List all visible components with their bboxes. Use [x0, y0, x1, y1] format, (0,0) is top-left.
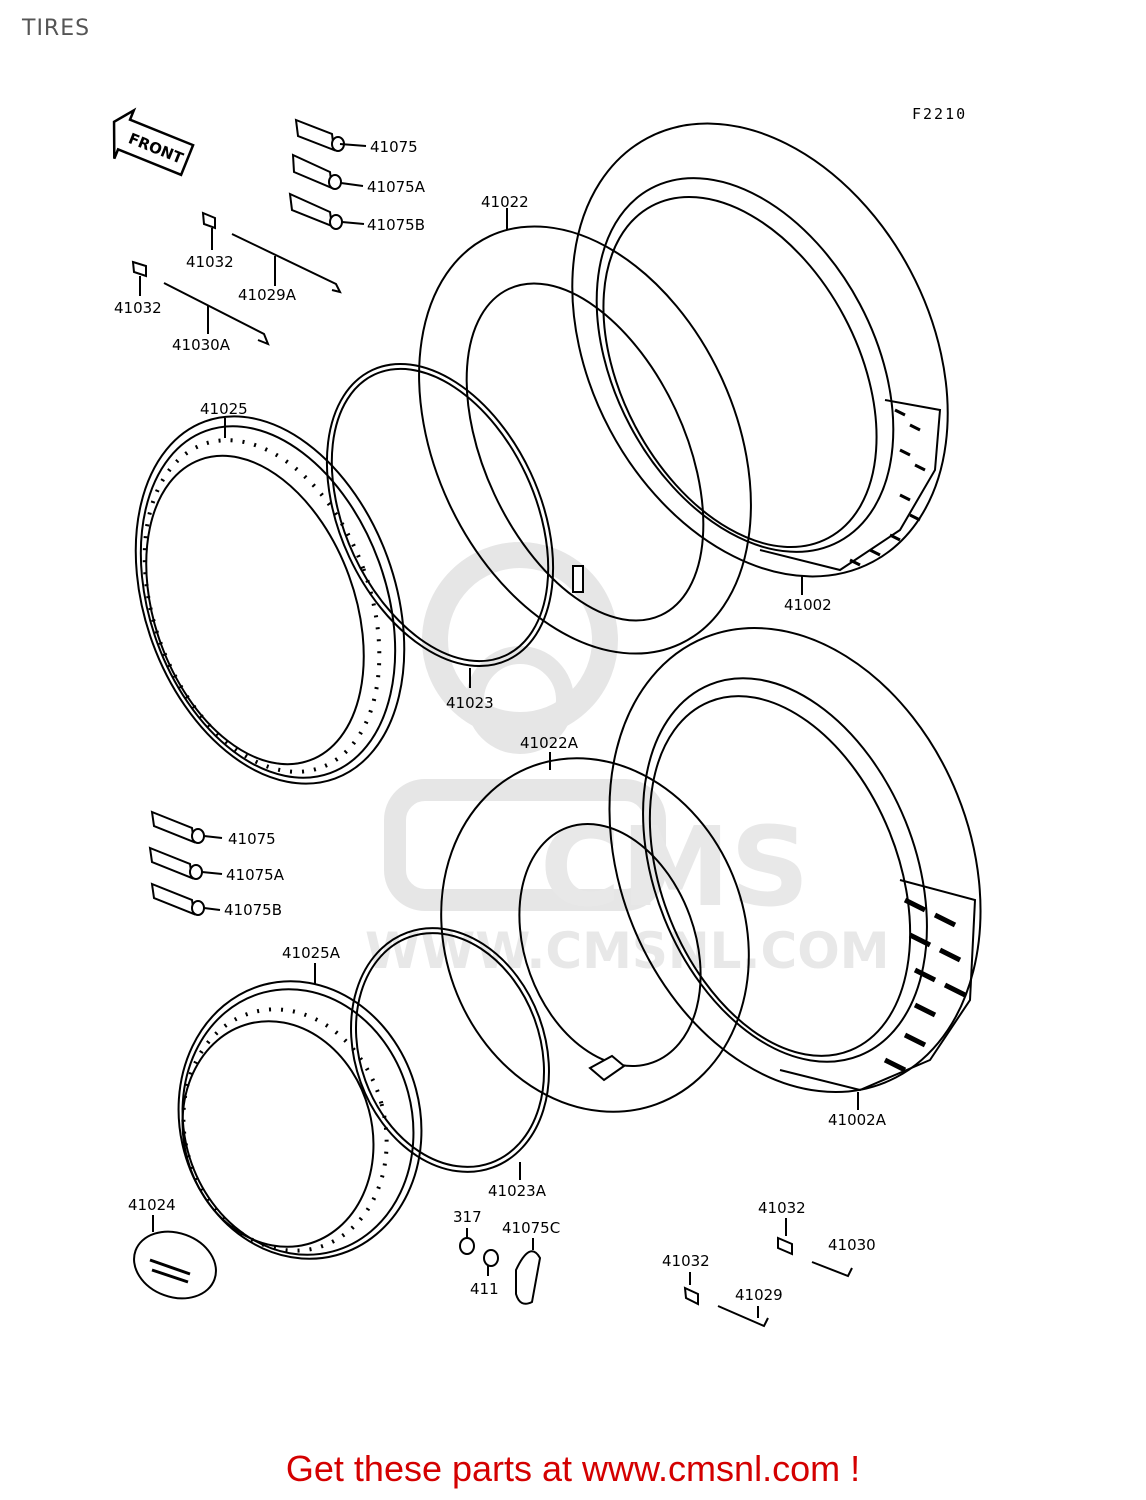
label-41025: 41025	[200, 400, 248, 418]
watermark-logo-head	[422, 542, 618, 738]
watermark-logo-face	[466, 646, 574, 754]
spoke-nipple-41032-d	[683, 1272, 699, 1306]
spoke-41030	[811, 1261, 853, 1278]
valve-41075C	[515, 1238, 542, 1305]
front-arrow-icon: FRONT	[112, 107, 195, 177]
label-41075B-top: 41075B	[367, 216, 425, 234]
label-41002A: 41002A	[828, 1111, 887, 1129]
label-41023A: 41023A	[488, 1182, 547, 1200]
page-title: TIRES	[22, 16, 91, 41]
front-rim-41025	[134, 415, 406, 785]
watermark-logo-body	[384, 779, 666, 911]
spoke-41029A	[231, 233, 342, 294]
valve-cap-41075-mid	[150, 810, 223, 844]
valve-cap-41075A-top	[291, 153, 364, 190]
label-41032-c: 41032	[758, 1199, 806, 1217]
footer-link[interactable]: Get these parts at www.cmsnl.com !	[285, 1448, 861, 1489]
label-41030: 41030	[828, 1236, 876, 1254]
label-41075A-top: 41075A	[367, 178, 426, 196]
rear-rim-band-41023A	[350, 927, 550, 1180]
spoke-41029	[717, 1305, 769, 1328]
label-41022: 41022	[481, 193, 529, 211]
label-41029: 41029	[735, 1286, 783, 1304]
label-41075-mid: 41075	[228, 830, 276, 848]
spoke-nipple-41032-b	[131, 260, 147, 296]
spoke-nipple-41032-c	[777, 1218, 793, 1256]
label-41075-top: 41075	[370, 138, 418, 156]
front-tire-41002	[571, 122, 949, 595]
valve-cap-41075-top	[294, 118, 367, 152]
label-317: 317	[453, 1208, 482, 1226]
valve-cap-41075B-mid	[150, 882, 221, 916]
label-41032-a: 41032	[186, 253, 234, 271]
label-41030A: 41030A	[172, 336, 231, 354]
watermark-brand: CMS	[540, 803, 809, 931]
spoke-41030A	[163, 282, 270, 346]
label-41032-b: 41032	[114, 299, 162, 317]
figure-code: F2210	[912, 105, 967, 123]
label-41032-d: 41032	[662, 1252, 710, 1270]
valve-cap-41075B-top	[288, 192, 365, 230]
rear-tire-41002A	[608, 627, 982, 1110]
washer-411	[483, 1249, 499, 1276]
label-41025A: 41025A	[282, 944, 341, 962]
front-tube-41022	[418, 208, 752, 655]
front-rim-band-41023	[325, 362, 555, 688]
valve-cap-41075A-mid	[148, 846, 223, 880]
label-41024: 41024	[128, 1196, 176, 1214]
rear-rim-41025A	[177, 963, 423, 1260]
label-41002: 41002	[784, 596, 832, 614]
label-41029A: 41029A	[238, 286, 297, 304]
label-41023: 41023	[446, 694, 494, 712]
rear-tube-41022A	[440, 752, 750, 1113]
label-41075C: 41075C	[502, 1219, 560, 1237]
label-41075B-mid: 41075B	[224, 901, 282, 919]
label-411: 411	[470, 1280, 499, 1298]
watermark: CMS WWW.CMSNL.COM	[365, 542, 890, 980]
parts-diagram: CMS WWW.CMSNL.COM FRONT F2210	[112, 105, 982, 1328]
label-41022A: 41022A	[520, 734, 579, 752]
watermark-url: WWW.CMSNL.COM	[365, 922, 890, 980]
spoke-nipple-41032-a	[201, 211, 216, 250]
label-41075A-mid: 41075A	[226, 866, 285, 884]
tool-kit-41024	[133, 1215, 217, 1300]
nut-317	[459, 1228, 475, 1255]
